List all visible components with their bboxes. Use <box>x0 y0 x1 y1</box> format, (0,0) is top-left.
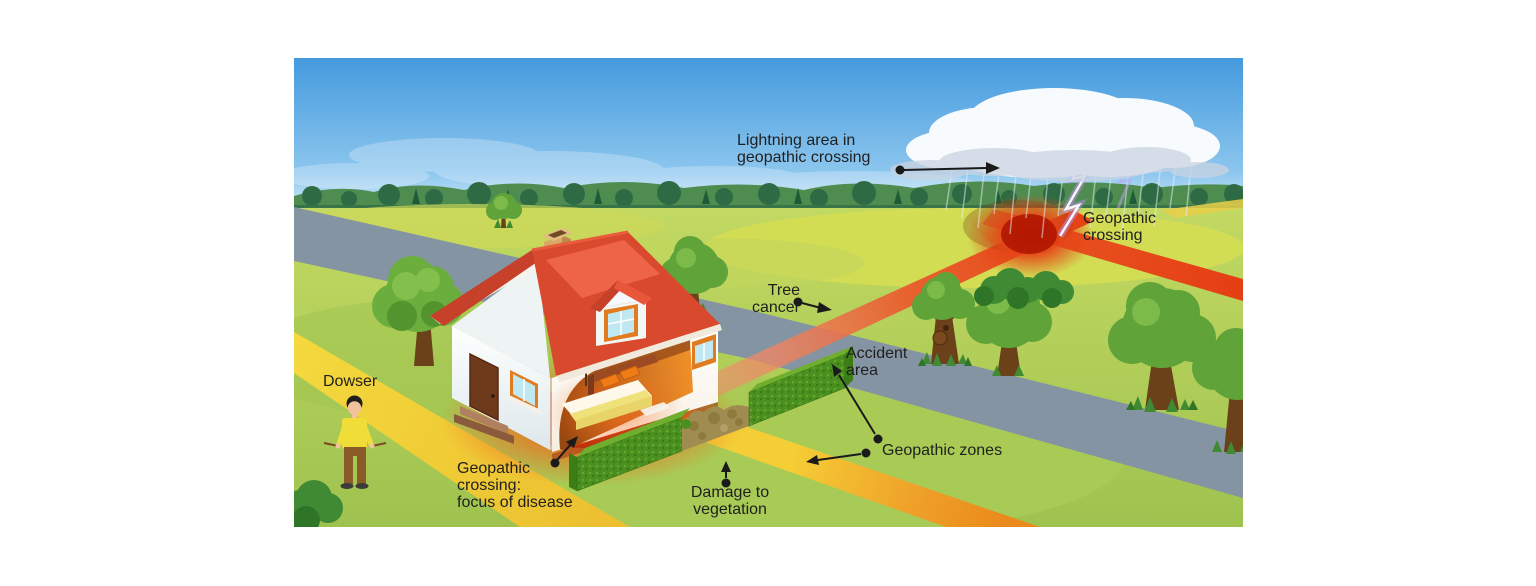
label-line: Geopathic zones <box>882 442 1003 459</box>
label-dowser: Dowser <box>323 373 377 390</box>
label-damage-to-vegetation: Damage to vegetation <box>678 484 782 518</box>
dowser-figure <box>323 395 387 489</box>
label-line: cancer <box>751 299 800 316</box>
label-geopathic-crossing-focus: Geopathic crossing: focus of disease <box>457 460 573 511</box>
lightning-pointer <box>895 162 1000 175</box>
red-band-to-house <box>632 210 1094 426</box>
label-line: Geopathic <box>1083 210 1156 227</box>
label-line: focus of disease <box>457 494 573 511</box>
hedge <box>569 346 853 492</box>
annotation-lines <box>550 162 1000 488</box>
label-line: crossing <box>1083 227 1143 244</box>
focus-of-disease-pointer <box>550 436 578 468</box>
label-lightning-area: Lightning area in geopathic crossing <box>737 132 870 166</box>
tree-small-left <box>486 193 522 228</box>
dowser-pants <box>344 454 353 484</box>
storm-cloud <box>890 88 1229 239</box>
label-line: geopathic crossing <box>737 149 871 166</box>
gable-wall <box>452 262 550 378</box>
label-line: area <box>846 362 879 379</box>
bushes-below-crossing <box>974 268 1074 309</box>
label-line: Dowser <box>323 373 378 390</box>
label-tree-cancer: Tree cancer <box>726 282 800 316</box>
bush-bottom-left <box>294 480 343 527</box>
label-geopathic-crossing: Geopathic crossing <box>1083 210 1156 244</box>
dowser-face <box>347 401 362 415</box>
tree-cancer-tree <box>912 272 975 366</box>
right-wall-window <box>692 334 716 370</box>
label-line: crossing: <box>457 477 522 494</box>
damage-vegetation-pointer <box>721 461 731 488</box>
label-line: Damage to <box>690 484 770 501</box>
label-geopathic-zones: Geopathic zones <box>882 442 1002 459</box>
bed <box>562 354 670 430</box>
label-line: Tree <box>767 282 800 299</box>
geopathic-zones-illustration: Lightning area in geopathic crossing Geo… <box>294 58 1243 527</box>
tree-right-2 <box>1108 282 1216 412</box>
cutaway-bedroom <box>544 340 693 452</box>
dormer <box>590 280 652 346</box>
label-line: Geopathic <box>457 460 530 477</box>
geopathic-zones-pointer <box>806 448 871 465</box>
label-accident-area: Accident area <box>846 345 907 379</box>
scene-svg <box>294 58 1243 527</box>
dowser-shirt <box>342 418 367 449</box>
tree-cancer-pointer <box>793 297 832 313</box>
label-line: Accident <box>846 345 908 362</box>
label-line: Lightning area in <box>737 132 856 149</box>
distant-yellow-band <box>1162 199 1243 218</box>
faint-clouds <box>294 138 979 201</box>
tree-right-edge <box>1192 328 1243 454</box>
hedge-dead-gap <box>681 405 749 451</box>
left-wall-window <box>507 370 541 415</box>
horizon-trees <box>302 181 1243 207</box>
accident-area-pointer <box>832 364 883 444</box>
tree-mid <box>660 236 728 312</box>
label-line: vegetation <box>693 501 767 518</box>
front-door <box>454 352 514 444</box>
trees <box>294 193 1243 527</box>
